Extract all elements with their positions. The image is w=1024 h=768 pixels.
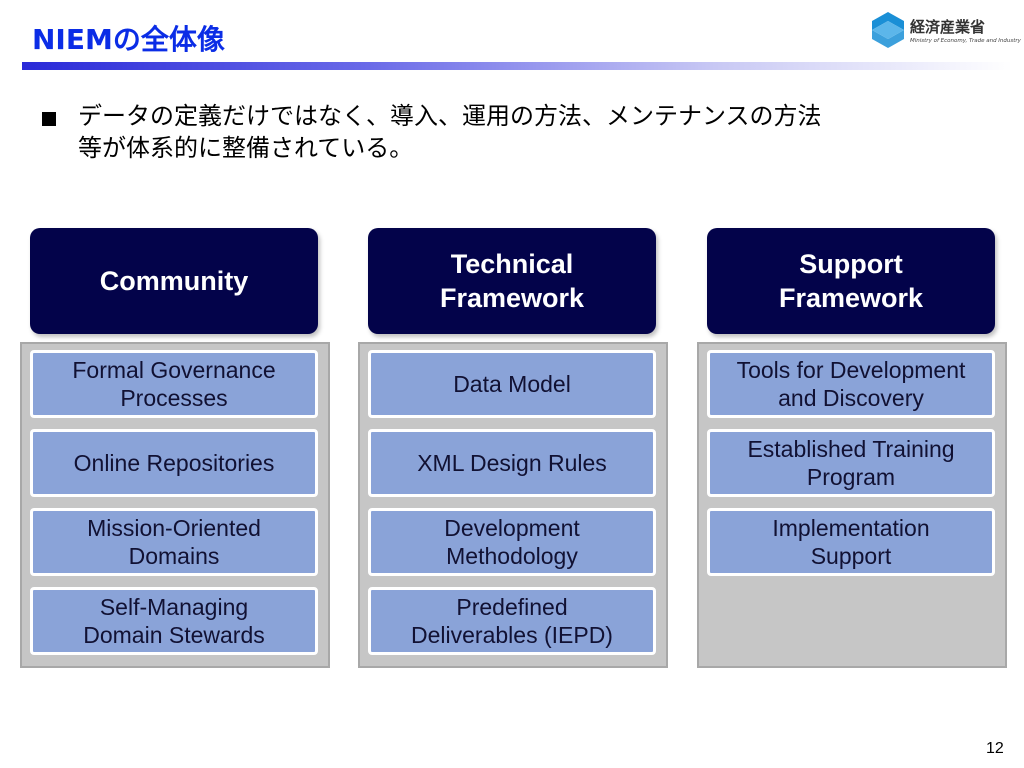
list-item: Implementation Support (707, 508, 995, 576)
list-item-label: and Discovery (778, 385, 924, 411)
list-item: Data Model (368, 350, 656, 418)
list-item: Self-Managing Domain Stewards (30, 587, 318, 655)
ministry-logo: 経済産業省 Ministry of Economy, Trade and Ind… (870, 12, 1021, 52)
title-underline (22, 62, 1012, 70)
list-item: Online Repositories (30, 429, 318, 497)
column-header: Technical Framework (368, 228, 656, 334)
column-header-label: Technical (450, 249, 574, 279)
list-item-label: Domains (128, 543, 220, 569)
body-line: 等が体系的に整備されている。 (78, 134, 414, 162)
body-paragraph: データの定義だけではなく、導入、運用の方法、メンテナンスの方法 等が体系的に整備… (78, 100, 988, 164)
list-item: Development Methodology (368, 508, 656, 576)
column-header-label: Support (799, 249, 903, 279)
column-header-label: Framework (778, 283, 924, 313)
column-header-label: Framework (439, 283, 585, 313)
meti-logo-icon (872, 12, 904, 48)
list-item-label: Online Repositories (73, 450, 275, 476)
column-panel: Tools for Development and Discovery Esta… (697, 342, 1007, 668)
column-panel: Formal Governance Processes Online Repos… (20, 342, 330, 668)
list-item-label: Methodology (446, 543, 578, 569)
column-panel: Data Model XML Design Rules Development … (358, 342, 668, 668)
slide-title: NIEMの全体像 (32, 23, 225, 56)
list-item-label: Mission-Oriented (87, 515, 261, 541)
column-header: Support Framework (707, 228, 995, 334)
list-item-label: XML Design Rules (417, 450, 607, 476)
column-header: Community (30, 228, 318, 334)
body-line: データの定義だけではなく、導入、運用の方法、メンテナンスの方法 (78, 102, 822, 130)
logo-name-en: Ministry of Economy, Trade and Industry (910, 38, 1021, 44)
list-item: Tools for Development and Discovery (707, 350, 995, 418)
list-item-label: Predefined (456, 594, 568, 620)
list-item-label: Processes (120, 385, 228, 411)
list-item-label: Support (810, 543, 892, 569)
list-item-label: Data Model (453, 371, 571, 397)
list-item-label: Tools for Development (736, 357, 966, 383)
page-number: 12 (986, 740, 1004, 757)
list-item-label: Development (444, 515, 580, 541)
list-item-label: Established Training (747, 436, 955, 462)
list-item-label: Formal Governance (72, 357, 276, 383)
list-item-label: Program (806, 464, 896, 490)
list-item-label: Self-Managing (99, 594, 249, 620)
list-item-label: Domain Stewards (83, 622, 265, 648)
list-item: Mission-Oriented Domains (30, 508, 318, 576)
logo-name-jp: 経済産業省 (910, 18, 986, 36)
list-item-label: Deliverables (IEPD) (411, 622, 613, 648)
list-item: XML Design Rules (368, 429, 656, 497)
bullet-square-icon (42, 112, 56, 126)
list-item: Established Training Program (707, 429, 995, 497)
list-item-label: Implementation (772, 515, 930, 541)
list-item: Formal Governance Processes (30, 350, 318, 418)
column-header-label: Community (99, 266, 249, 296)
list-item: Predefined Deliverables (IEPD) (368, 587, 656, 655)
